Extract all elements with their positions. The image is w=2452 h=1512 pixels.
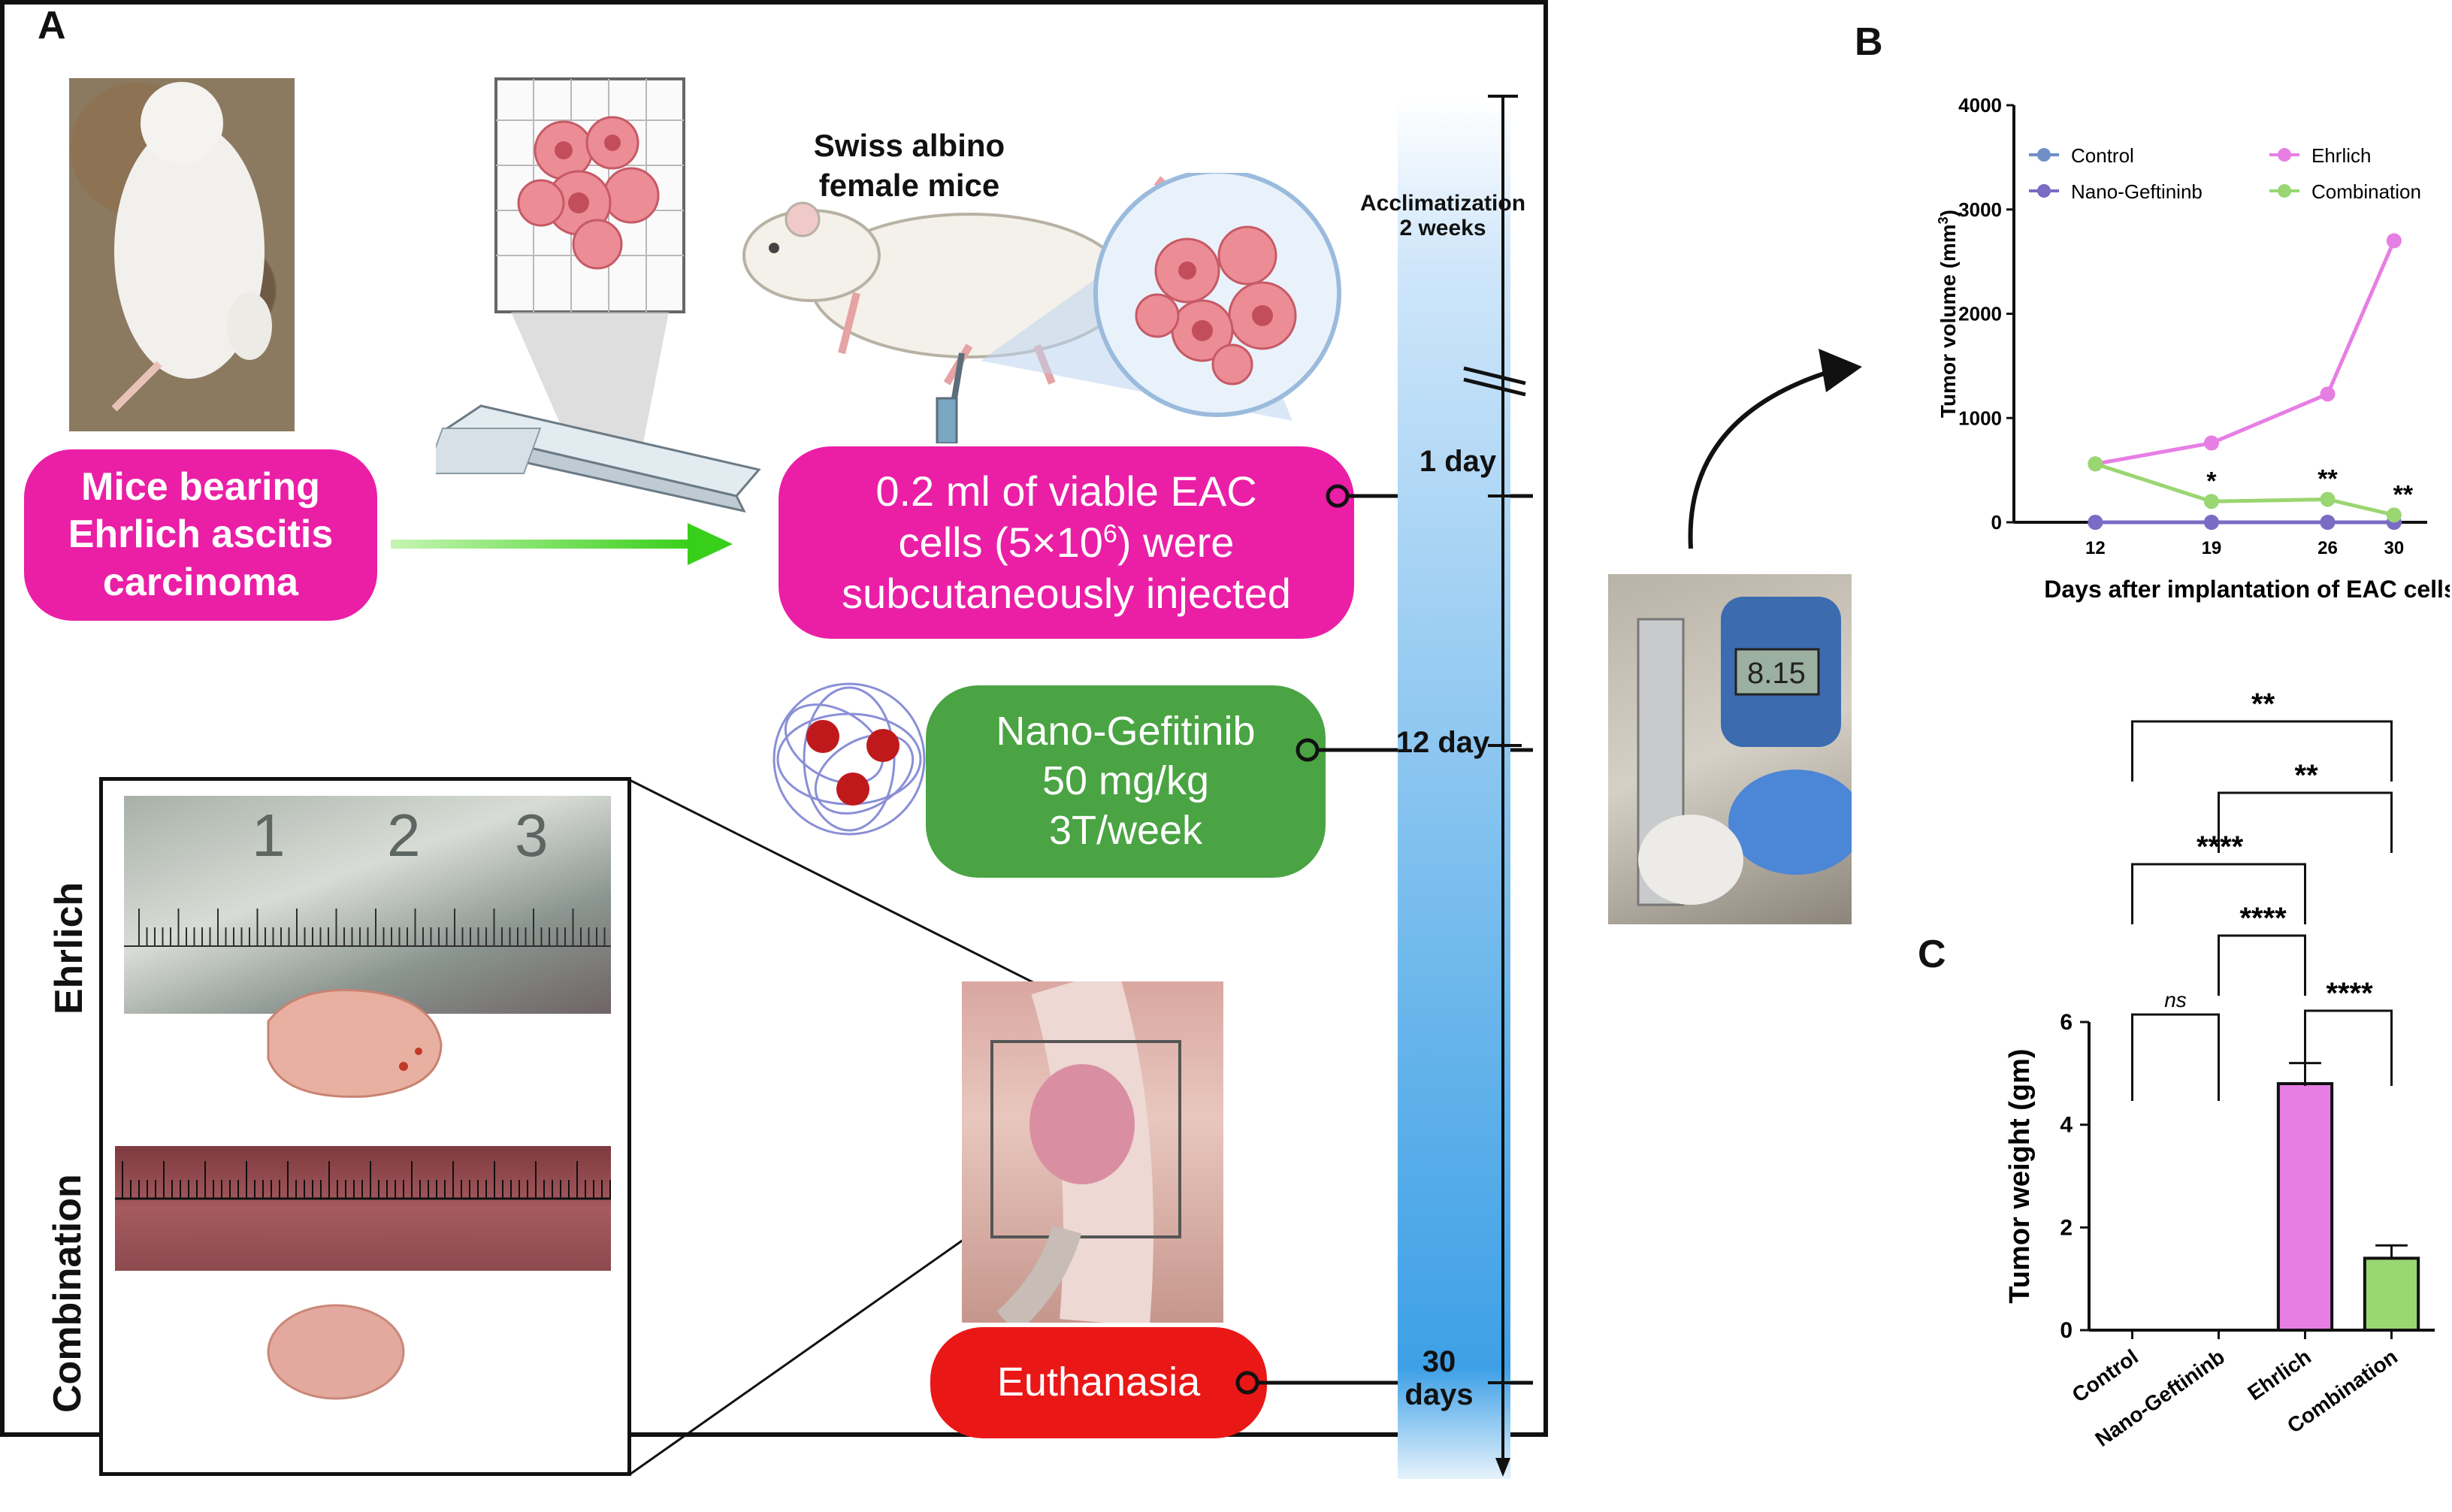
x-tick-label: 26	[2317, 538, 2338, 558]
y-tick-label: 6	[2060, 1010, 2073, 1035]
legend-marker	[2278, 184, 2291, 198]
data-point	[2203, 515, 2219, 530]
combination-tumor-image	[267, 1304, 405, 1400]
euthanasia-box: Euthanasia	[930, 1327, 1267, 1438]
x-tick-label: Control	[2068, 1345, 2142, 1407]
y-axis-label: Tumor weight (gm)	[2004, 1048, 2036, 1303]
comparison-bracket	[2304, 1009, 2393, 1086]
caliper-photo: 8.15	[1608, 574, 1852, 924]
y-tick-label: 1000	[1958, 407, 2002, 429]
tumor-photo-frame: 1 2 3	[99, 777, 631, 1476]
zoom-lines	[629, 779, 1173, 1476]
y-tick-label: 0	[1991, 511, 2002, 534]
panel-c-letter: C	[1918, 933, 1946, 976]
svg-text:8.15: 8.15	[1747, 657, 1806, 690]
combination-ruler-photo	[115, 1146, 611, 1271]
comparison-label: **	[2250, 688, 2275, 721]
significance-marker: *	[2206, 467, 2217, 495]
data-point	[2386, 233, 2402, 249]
comparison-label: ****	[2239, 902, 2287, 935]
mouse-illustration	[742, 173, 1341, 443]
comparison-label: **	[2293, 759, 2319, 792]
timeline-axis	[1463, 95, 1526, 1477]
comparison-bracket	[2218, 934, 2306, 996]
series-line	[2094, 461, 2395, 517]
mouse-label: Swiss albino female mice	[813, 128, 1005, 203]
legend-label: Nano-Geftininb	[2071, 180, 2203, 203]
data-point	[2320, 491, 2336, 507]
y-tick-label: 2	[2060, 1215, 2073, 1240]
data-point	[2320, 515, 2336, 530]
series-line	[2094, 240, 2396, 466]
comparison-bracket	[2131, 1013, 2220, 1101]
y-tick-label: 0	[2060, 1318, 2073, 1343]
timeline-acclimatization: Acclimatization 2 weeks	[1359, 191, 1526, 240]
hemocytometer-illustration	[436, 77, 761, 513]
comparison-bracket	[2131, 720, 2393, 782]
y-axis-label: Tumor volume (mm3)	[1936, 210, 1960, 418]
panel-a-letter: A	[38, 4, 66, 47]
ehrlich-tumor-image	[267, 988, 443, 1098]
comparison-bracket	[2131, 863, 2306, 924]
injection-box: 0.2 ml of viable EAC cells (5×106) were …	[779, 446, 1354, 639]
drug-box: Nano-Gefitinib 50 mg/kg 3T/week	[926, 685, 1326, 878]
data-point	[2386, 507, 2402, 523]
x-tick-label: 19	[2202, 538, 2222, 558]
x-tick-label: Ehrlich	[2243, 1345, 2315, 1405]
bar	[2276, 1082, 2334, 1332]
svg-text:3: 3	[515, 802, 549, 869]
mouse-photo	[69, 78, 295, 431]
legend-label: Control	[2071, 144, 2134, 167]
panel-a-frame	[0, 0, 1548, 1437]
y-tick-label: 4000	[1958, 94, 2002, 116]
y-tick-label: 3000	[1958, 198, 2002, 221]
x-tick-label: 12	[2085, 538, 2106, 558]
legend-marker	[2037, 148, 2051, 162]
svg-text:2: 2	[387, 802, 421, 869]
legend-label: Ehrlich	[2311, 144, 2371, 167]
comparison-label: ****	[2195, 830, 2244, 863]
nanoparticle-icon	[772, 682, 926, 836]
legend-marker	[2037, 184, 2051, 198]
dissection-photo	[962, 981, 1223, 1323]
timeline-bar	[1398, 98, 1510, 1479]
data-point	[2320, 386, 2336, 402]
legend-marker	[2278, 148, 2291, 162]
timeline-day1: 1 day	[1419, 445, 1497, 478]
data-point	[2088, 456, 2103, 472]
y-tick-label: 2000	[1958, 303, 2002, 325]
source-box: Mice bearing Ehrlich ascitis carcinoma	[24, 449, 377, 621]
comparison-bracket	[2218, 791, 2393, 853]
data-point	[2203, 435, 2219, 451]
comparison-label: ****	[2325, 977, 2374, 1010]
curved-arrow	[1688, 349, 1862, 549]
data-point	[2203, 494, 2219, 510]
significance-marker: **	[2317, 464, 2338, 493]
svg-text:1: 1	[252, 802, 286, 869]
y-tick-label: 4	[2060, 1113, 2073, 1138]
x-axis-label: Days after implantation of EAC cells	[2044, 576, 2450, 603]
comparison-label: ns	[2164, 988, 2187, 1012]
timeline-day12: 12 day	[1395, 726, 1490, 759]
panel-b-chart: 0 1000 2000 3000 4000 12 19 26 30 Tumor volume (m…	[1936, 94, 2450, 603]
significance-marker: **	[2393, 480, 2414, 509]
bar	[2363, 1256, 2420, 1332]
transfer-arrow	[391, 523, 733, 565]
data-point	[2088, 515, 2103, 530]
ehrlich-ruler-photo: 1 2 3	[124, 796, 611, 1014]
x-tick-label: 30	[2384, 538, 2404, 558]
panel-b-letter: B	[1855, 20, 1883, 64]
legend-label: Combination	[2311, 180, 2421, 203]
timeline-day30: 30 days	[1404, 1345, 1474, 1411]
